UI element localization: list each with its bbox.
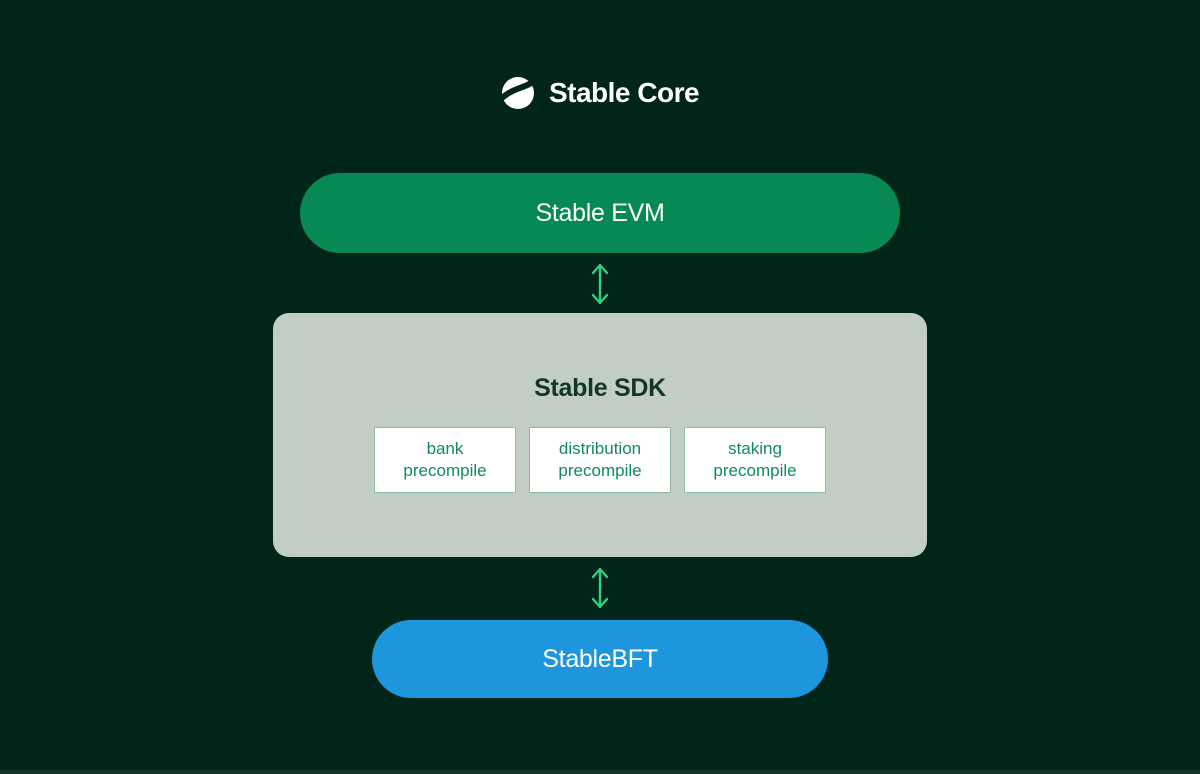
node-stable-evm-label: Stable EVM [535, 198, 665, 227]
node-staking-precompile-label: staking precompile [713, 438, 797, 480]
node-stable-sdk-title: Stable SDK [534, 374, 666, 402]
precompile-row: bank precompile distribution precompile … [273, 427, 927, 493]
bottom-edge-strip [0, 770, 1200, 774]
node-bank-precompile-label: bank precompile [403, 438, 487, 480]
double-arrow-vertical-icon [591, 567, 609, 609]
page-title: Stable Core [548, 77, 700, 108]
node-stable-sdk: Stable SDK bank precompile distribution … [273, 313, 927, 557]
node-staking-precompile: staking precompile [684, 427, 826, 493]
header: Stable Core [0, 72, 1200, 114]
node-distribution-precompile: distribution precompile [529, 427, 671, 493]
connector-evm-sdk [578, 262, 622, 306]
node-distribution-precompile-label: distribution precompile [558, 438, 642, 480]
node-stablebft: StableBFT [372, 620, 828, 698]
connector-sdk-bft [578, 566, 622, 610]
node-stablebft-label: StableBFT [542, 644, 658, 673]
node-stable-evm: Stable EVM [300, 173, 900, 253]
node-bank-precompile: bank precompile [374, 427, 516, 493]
stable-logo-icon [500, 76, 535, 109]
double-arrow-vertical-icon [591, 263, 609, 305]
